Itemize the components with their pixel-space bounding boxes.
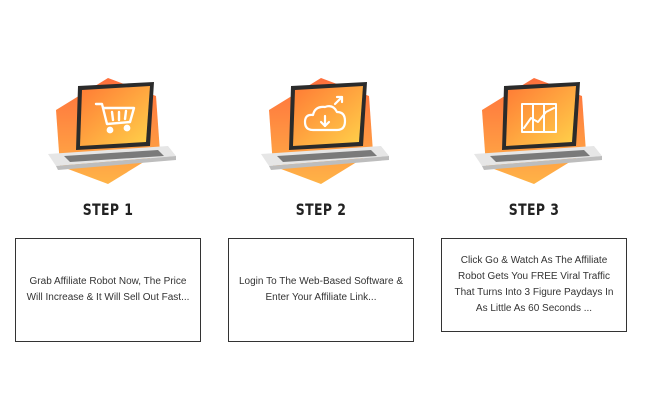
step-description: Click Go & Watch As The Affiliate Robot …: [454, 255, 614, 314]
laptop-illustration: [48, 78, 176, 184]
step-description-card: Click Go & Watch As The Affiliate Robot …: [441, 238, 627, 332]
step-description: Grab Affiliate Robot Now, The Price Will…: [26, 276, 190, 303]
step-description: Login To The Web-Based Software & Enter …: [239, 276, 403, 303]
growth-chart-icon: [521, 103, 557, 133]
step-description-card: Grab Affiliate Robot Now, The Price Will…: [15, 238, 201, 342]
step-3: STEP 3 Click Go & Watch As The Affiliate…: [434, 0, 634, 400]
step-2: STEP 2 Login To The Web-Based Software &…: [221, 0, 421, 400]
step-title: STEP 2: [295, 200, 347, 219]
step-1: STEP 1 Grab Affiliate Robot Now, The Pri…: [8, 0, 208, 400]
step-description-card: Login To The Web-Based Software & Enter …: [228, 238, 414, 342]
laptop-illustration: [261, 78, 389, 184]
shopping-cart-icon: [94, 102, 136, 134]
laptop-illustration: [474, 78, 602, 184]
step-title: STEP 1: [82, 200, 134, 219]
cloud-download-icon: [303, 95, 347, 132]
step-title: STEP 3: [508, 200, 560, 219]
